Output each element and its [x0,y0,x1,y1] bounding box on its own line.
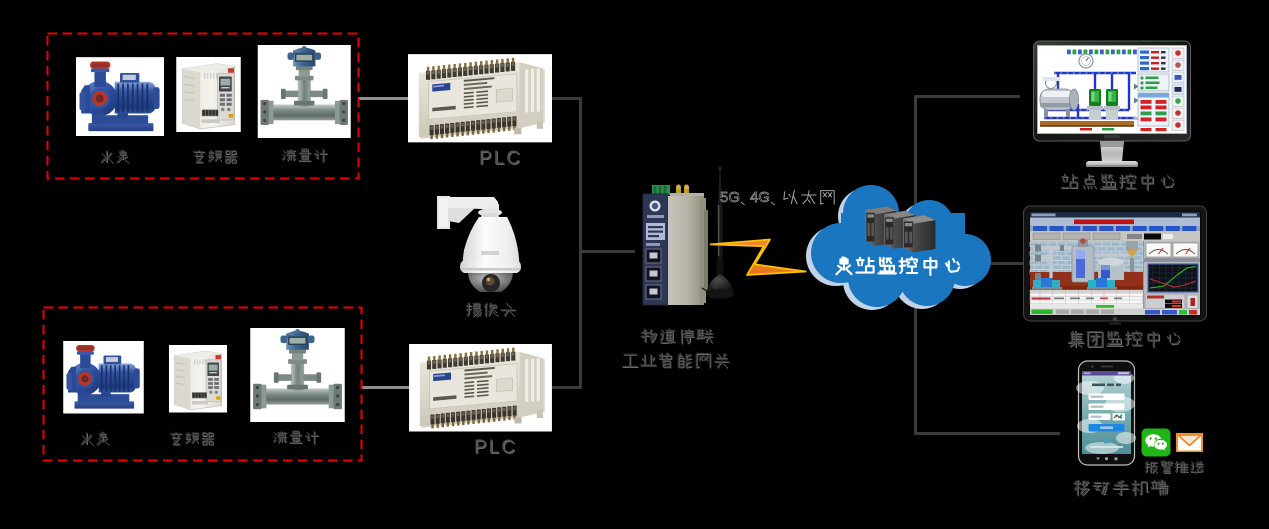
svg-text:4G: 4G [750,189,770,206]
svg-text:5G: 5G [720,189,740,206]
